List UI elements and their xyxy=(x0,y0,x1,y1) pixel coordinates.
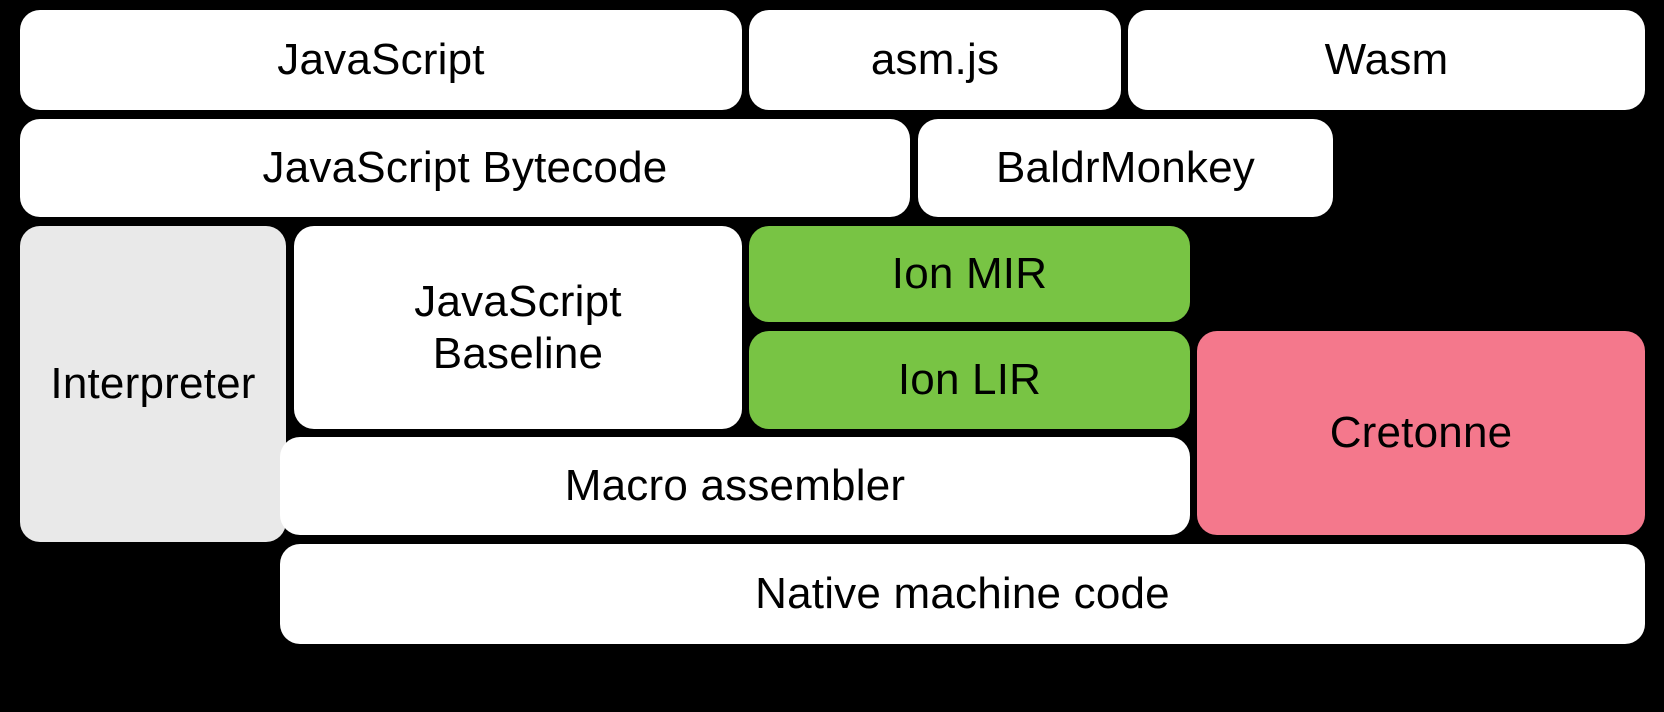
node-interpreter: Interpreter xyxy=(20,226,286,542)
node-cretonne: Cretonne xyxy=(1197,331,1645,535)
node-native-machine-code: Native machine code xyxy=(280,544,1645,644)
node-javascript-baseline: JavaScript Baseline xyxy=(294,226,742,429)
node-javascript: JavaScript xyxy=(20,10,742,110)
node-baldrmonkey: BaldrMonkey xyxy=(918,119,1333,217)
node-ion-mir: Ion MIR xyxy=(749,226,1190,322)
node-macro-assembler: Macro assembler xyxy=(280,437,1190,535)
node-wasm: Wasm xyxy=(1128,10,1645,110)
node-ion-lir: Ion LIR xyxy=(749,331,1190,429)
node-asm-js: asm.js xyxy=(749,10,1121,110)
node-javascript-bytecode: JavaScript Bytecode xyxy=(20,119,910,217)
